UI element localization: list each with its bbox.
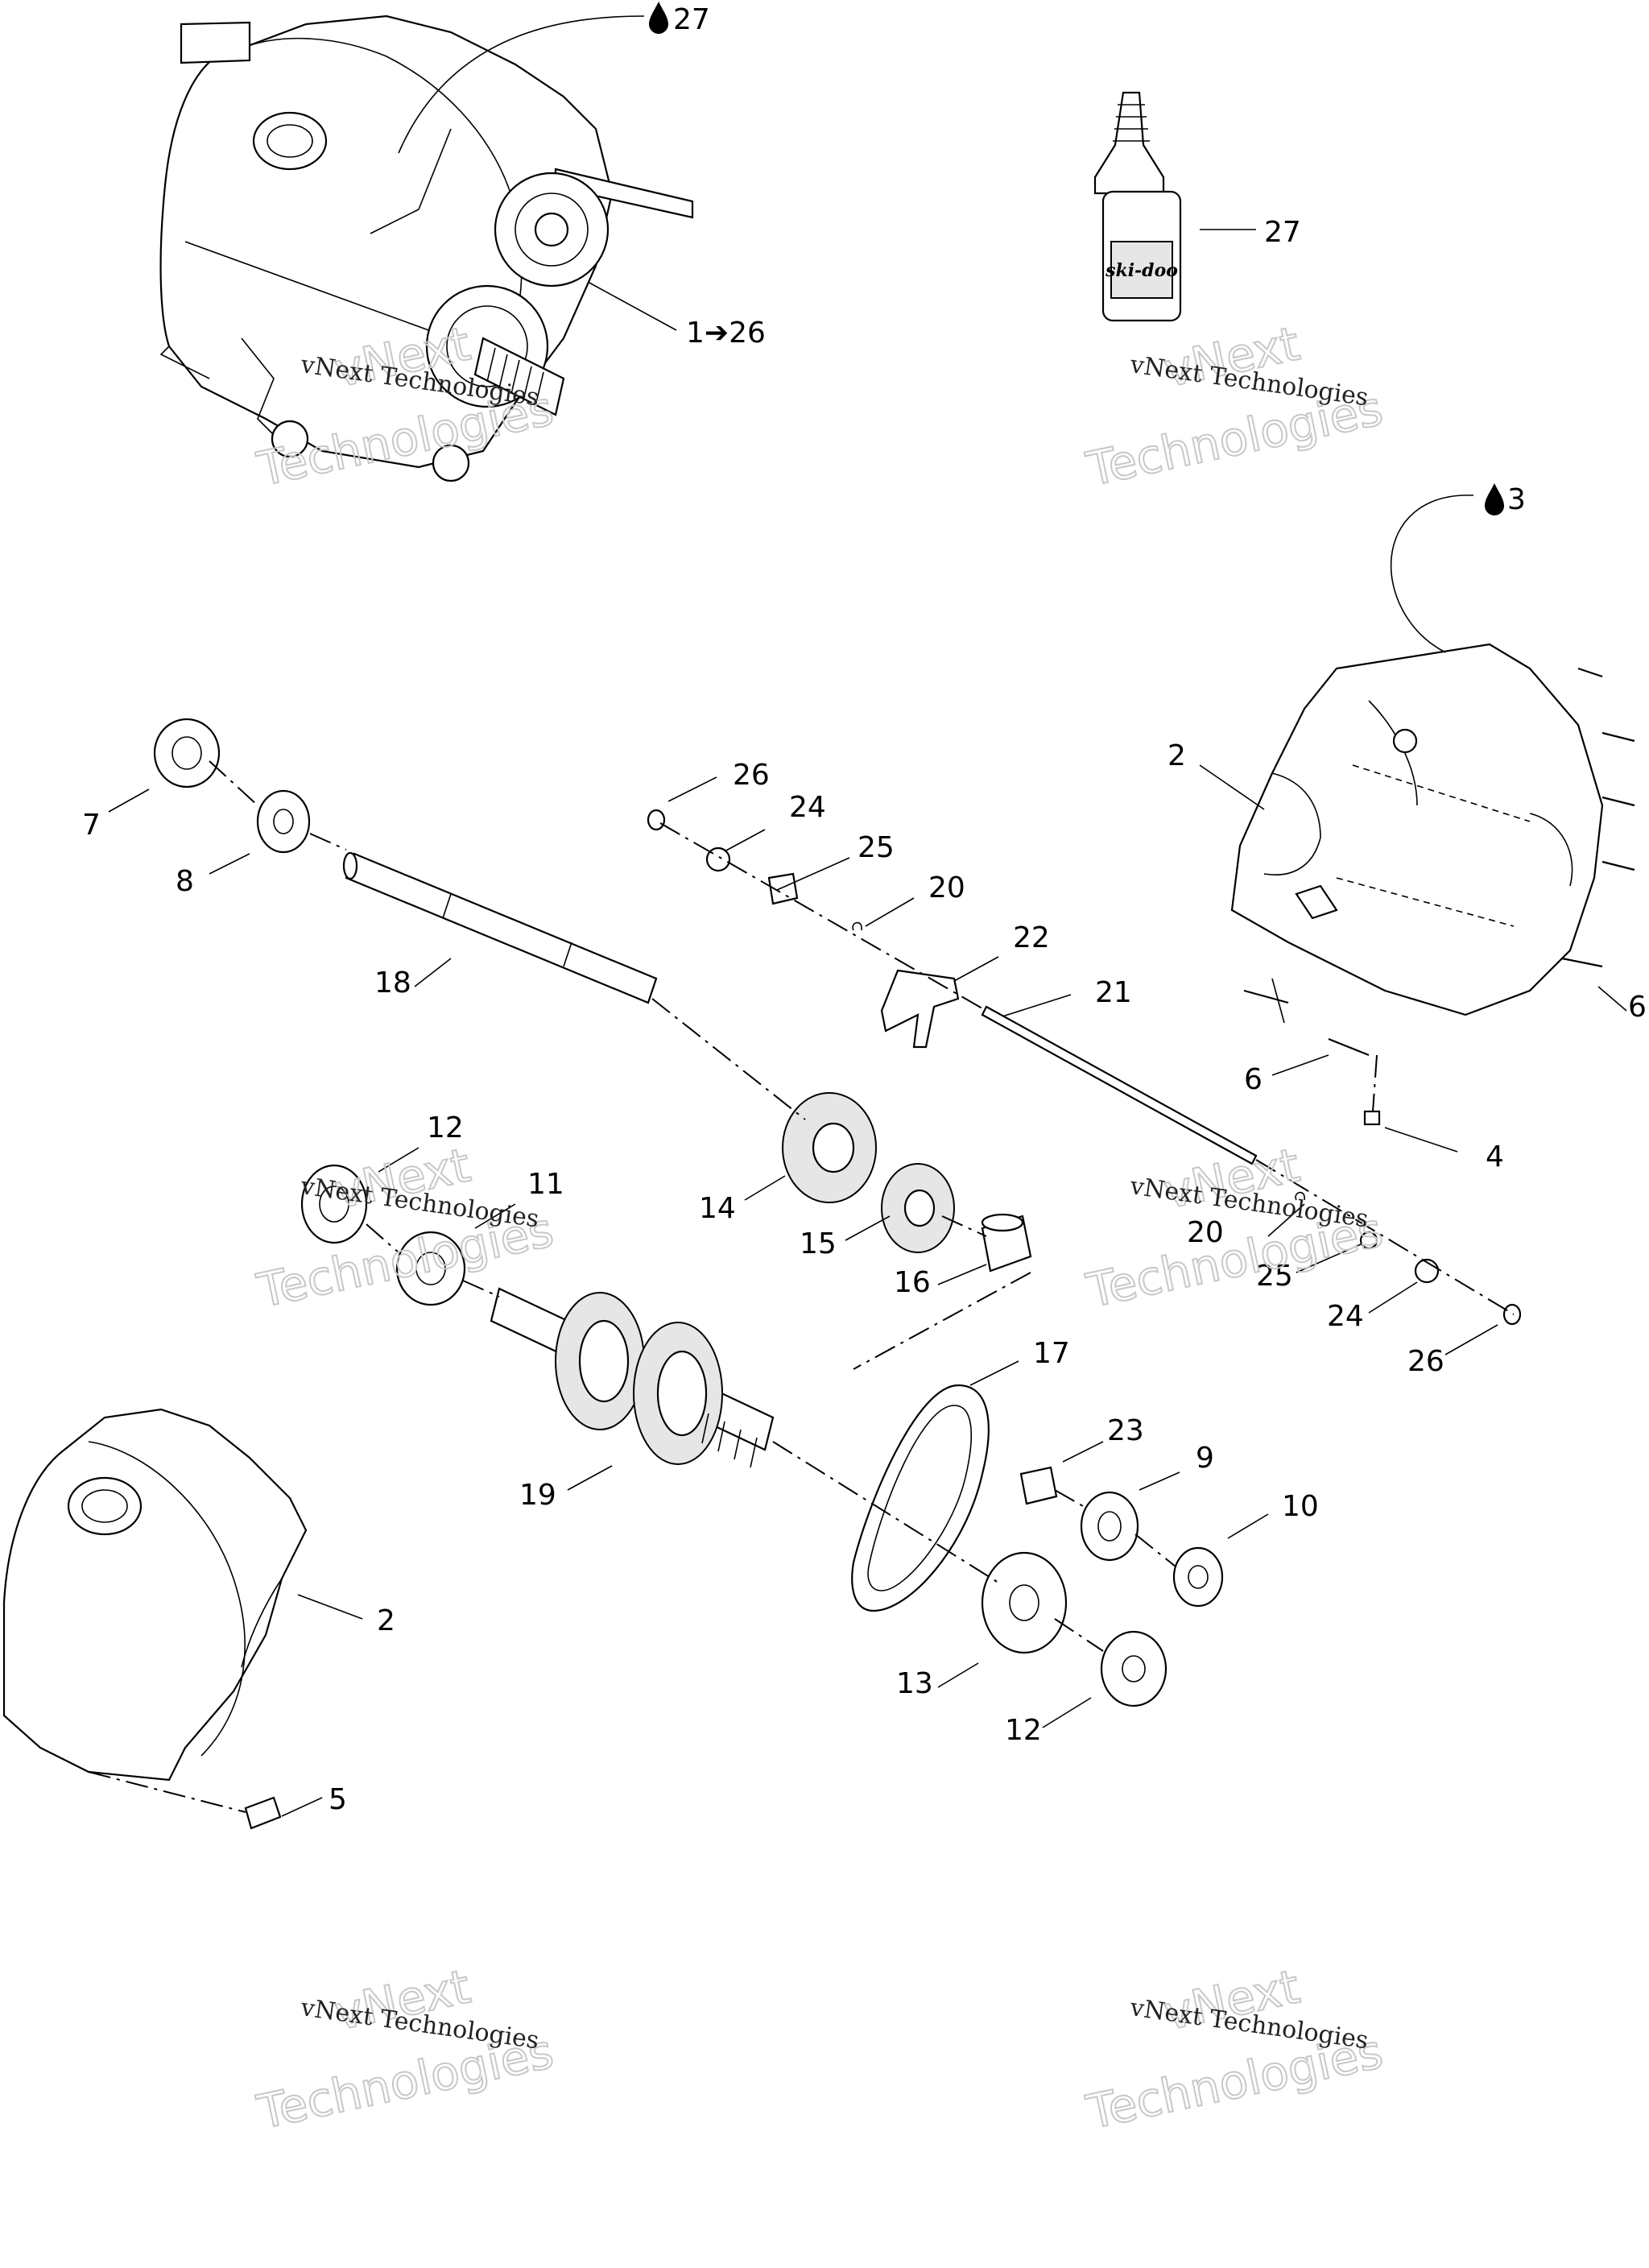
label-20-top: 20: [928, 871, 965, 904]
watermark-5: vNext Technologies vNext Technologies: [251, 1958, 559, 2141]
label-26-top: 26: [733, 759, 770, 792]
label-9: 9: [1196, 1442, 1214, 1475]
watermark-2: vNext Technologies vNext Technologies: [1081, 315, 1388, 498]
callout-labels: 27 1➔26 27 3 2 6 6 4 7 8 18 26 24 25 20 …: [82, 2, 1647, 1816]
label-19: 19: [519, 1479, 556, 1512]
bottle-brand-text: ski-doo: [1105, 260, 1178, 281]
label-26-bottom: 26: [1407, 1345, 1444, 1378]
label-27-bottle: 27: [1264, 216, 1301, 249]
watermark-4: vNext Technologies vNext Technologies: [1081, 1136, 1388, 1319]
label-21: 21: [1095, 976, 1132, 1009]
label-11: 11: [527, 1168, 564, 1201]
label-17: 17: [1033, 1337, 1070, 1370]
label-10: 10: [1282, 1490, 1319, 1523]
label-4: 4: [1486, 1140, 1504, 1173]
label-2-left: 2: [377, 1604, 395, 1637]
axis-lines: [88, 760, 1515, 1813]
label-25-bottom: 25: [1256, 1260, 1293, 1293]
label-16: 16: [894, 1266, 931, 1299]
label-23: 23: [1107, 1414, 1144, 1447]
label-15: 15: [800, 1227, 837, 1260]
watermark-6: vNext Technologies vNext Technologies: [1081, 1958, 1388, 2141]
parts-exploded: [153, 718, 1522, 1707]
label-25-top: 25: [858, 831, 895, 864]
label-12-top: 12: [427, 1111, 464, 1144]
leader-lines: [108, 15, 1627, 1817]
chaincase-inner-half: [1230, 643, 1635, 1126]
label-6-bottom: 6: [1244, 1063, 1263, 1096]
assembled-chaincase: [159, 14, 694, 482]
label-3: 3: [1507, 483, 1526, 516]
label-20-bottom: 20: [1187, 1216, 1224, 1249]
label-24-top: 24: [789, 791, 826, 824]
chaincase-outer-half: [2, 1408, 308, 1830]
label-8: 8: [176, 865, 194, 898]
oil-drop-icon: [1485, 483, 1504, 515]
label-12-bottom: 12: [1005, 1714, 1042, 1747]
label-6-right: 6: [1628, 991, 1647, 1024]
label-18: 18: [374, 966, 411, 999]
oil-bottle: ski-doo: [1093, 91, 1182, 322]
label-7: 7: [82, 809, 101, 842]
label-5: 5: [329, 1783, 347, 1816]
label-2-right: 2: [1168, 739, 1186, 772]
label-13: 13: [896, 1667, 933, 1700]
oil-drop-icon: [649, 2, 668, 34]
label-14: 14: [699, 1192, 736, 1225]
label-27-top: 27: [673, 3, 710, 36]
label-1-26: 1➔26: [686, 317, 766, 350]
label-22: 22: [1013, 921, 1050, 954]
label-24-bottom: 24: [1327, 1300, 1364, 1333]
